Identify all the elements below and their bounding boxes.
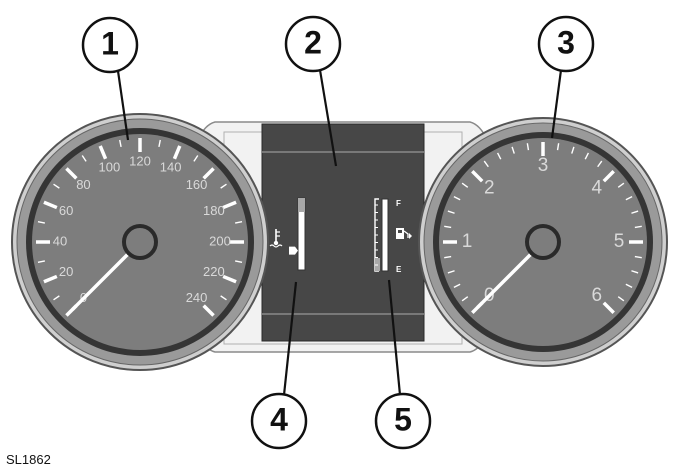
minor-tick: [220, 183, 227, 189]
minor-tick: [444, 255, 452, 259]
minor-tick: [526, 143, 530, 151]
callout-4-number: 4: [270, 401, 288, 437]
speedometer-tick-label: 40: [53, 233, 67, 248]
major-tick: [65, 167, 78, 180]
speedometer-tick-label: 220: [203, 264, 225, 279]
temperature-gauge: [269, 197, 306, 271]
minor-tick: [119, 139, 122, 148]
minor-tick: [461, 182, 469, 188]
temperature-pointer: [289, 246, 298, 255]
reference-code: SL1862: [6, 452, 51, 467]
major-tick: [602, 170, 615, 183]
minor-tick: [453, 195, 461, 201]
major-tick: [471, 170, 484, 183]
speedometer-tick-label: 160: [186, 177, 208, 192]
callout-5-leader: [387, 279, 402, 396]
minor-tick: [158, 139, 161, 148]
fuel-pump-icon: [396, 228, 412, 239]
minor-tick: [556, 143, 560, 151]
minor-tick: [193, 155, 199, 162]
minor-tick: [625, 283, 633, 289]
callout-1-number: 1: [101, 25, 119, 61]
minor-tick: [220, 295, 227, 301]
callout-5: 5: [374, 392, 432, 450]
minor-tick: [453, 283, 461, 289]
tachometer-tick-label: 5: [614, 231, 625, 252]
temperature-gauge-cold-zone: [298, 198, 305, 212]
minor-tick: [53, 183, 60, 189]
minor-tick: [617, 182, 625, 188]
fuel-empty-label: E: [396, 265, 402, 274]
minor-tick: [625, 195, 633, 201]
minor-tick: [634, 255, 642, 259]
callout-1: 1: [81, 16, 139, 74]
speedometer-tick-label: 20: [59, 264, 73, 279]
minor-tick: [617, 296, 625, 302]
callout-3-number: 3: [557, 24, 575, 60]
tachometer-tick-label: 2: [484, 177, 495, 198]
callout-3-leader: [550, 69, 563, 139]
speedometer-tick-label: 200: [209, 233, 231, 248]
callout-leaders: [116, 69, 563, 396]
tachometer-hub: [525, 224, 561, 260]
minor-tick: [444, 225, 452, 229]
fuel-gauge-ticks: [375, 204, 378, 266]
major-tick: [98, 145, 108, 160]
tachometer-tick-label: 3: [538, 155, 549, 176]
callout-2-leader: [318, 69, 338, 167]
major-tick: [222, 274, 237, 284]
tachometer: 0 1 2 3 4 5 6: [418, 117, 668, 367]
callout-2: 2: [284, 15, 342, 73]
speedometer-tick-label: 140: [160, 160, 182, 175]
major-tick: [172, 145, 182, 160]
minor-tick: [53, 295, 60, 301]
minor-tick: [461, 296, 469, 302]
callout-1-leader: [116, 70, 130, 141]
tachometer-tick-label: 4: [591, 177, 602, 198]
callout-2-number: 2: [304, 24, 322, 60]
minor-tick: [584, 152, 590, 160]
minor-tick: [447, 270, 455, 274]
speedometer-tick-label: 100: [99, 160, 121, 175]
minor-tick: [37, 221, 46, 224]
callout-4-leader: [282, 281, 298, 396]
callout-5-number: 5: [394, 401, 412, 437]
minor-tick: [37, 260, 46, 263]
speedometer-labels: 0 20 40 60 80 100 120 140 160 180 200 22…: [53, 153, 231, 305]
minor-tick: [571, 146, 575, 154]
minor-tick: [447, 210, 455, 214]
minor-tick: [81, 155, 87, 162]
minor-tick: [631, 210, 639, 214]
fuel-full-label: F: [396, 199, 401, 208]
minor-tick: [234, 260, 243, 263]
major-tick: [43, 200, 58, 210]
minor-tick: [631, 270, 639, 274]
speedometer-tick-label: 60: [59, 203, 73, 218]
minor-tick: [234, 221, 243, 224]
fuel-gauge: F E: [374, 198, 412, 274]
major-tick: [202, 167, 215, 180]
minor-tick: [511, 146, 515, 154]
speedometer-tick-label: 240: [186, 290, 208, 305]
tachometer-tick-label: 1: [462, 231, 473, 252]
callout-3: 3: [537, 15, 595, 73]
speedometer-tick-label: 120: [129, 153, 151, 168]
minor-tick: [496, 152, 502, 160]
minor-tick: [634, 225, 642, 229]
speedometer-tick-label: 180: [203, 203, 225, 218]
speedometer-hub: [122, 224, 158, 260]
major-tick: [222, 200, 237, 210]
major-tick: [602, 301, 615, 314]
major-tick: [43, 274, 58, 284]
fuel-gauge-bar: [381, 198, 389, 272]
tachometer-tick-label: 6: [591, 285, 602, 306]
callout-4: 4: [250, 392, 308, 450]
speedometer: 0 20 40 60 80 100 120 140 160 180 200 22…: [11, 113, 269, 371]
minor-tick: [483, 160, 489, 168]
speedometer-tick-label: 80: [76, 177, 90, 192]
minor-tick: [597, 160, 603, 168]
temperature-icon: [269, 229, 283, 248]
major-tick: [202, 304, 215, 317]
